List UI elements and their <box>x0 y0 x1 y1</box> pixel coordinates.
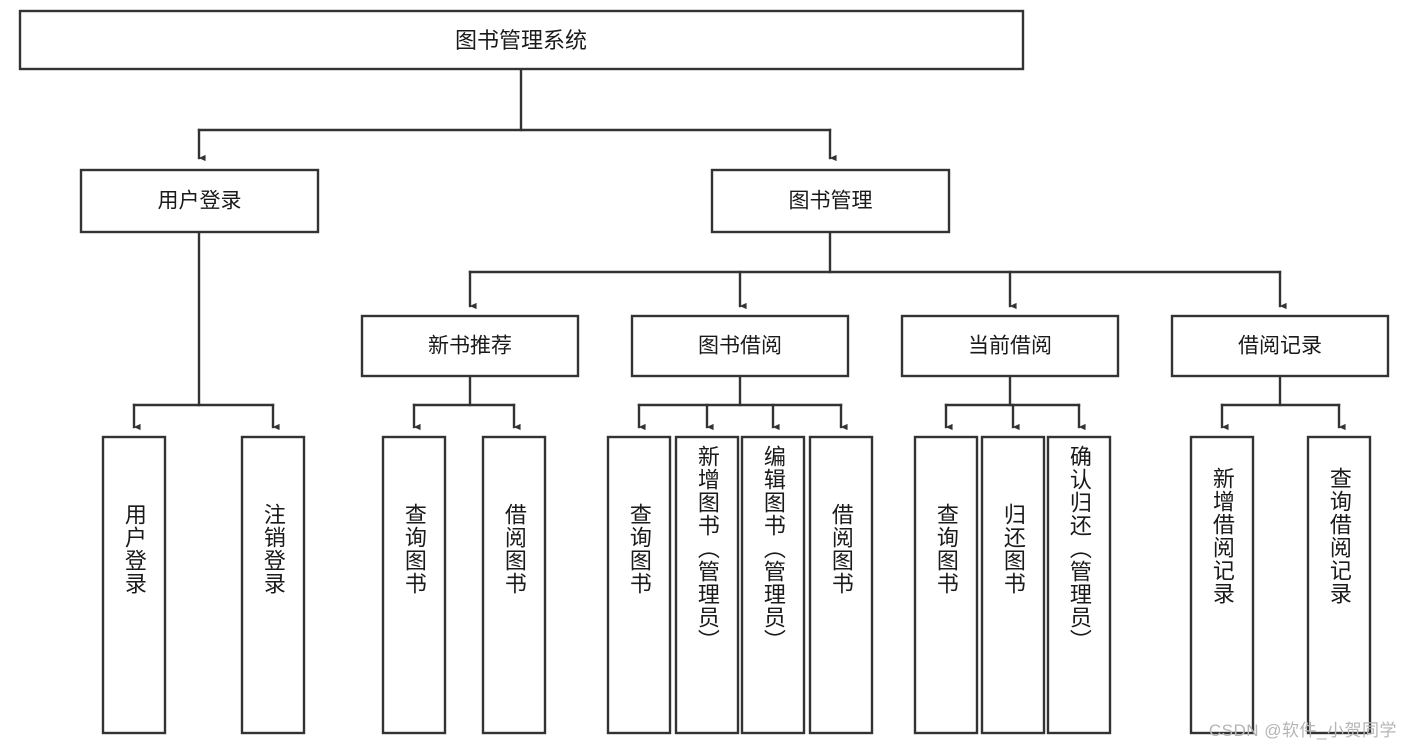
connector-bookmgmt-to-level2 <box>468 230 1287 310</box>
csdn-watermark: CSDN @软件_小贺同学 <box>1208 721 1397 740</box>
node-book-management-label: 图书管理 <box>789 190 873 213</box>
node-borrow-record[interactable]: 借阅记录 <box>1170 314 1390 378</box>
connector-newbook-to-leaves <box>412 374 521 431</box>
node-current-borrow-label: 当前借阅 <box>968 335 1052 358</box>
node-current-borrow[interactable]: 当前借阅 <box>900 314 1120 378</box>
leaf-node-user-login-2[interactable] <box>240 435 306 735</box>
connector-userlogin-to-leaves <box>132 230 280 431</box>
node-root-label: 图书管理系统 <box>455 28 587 53</box>
node-book-management[interactable]: 图书管理 <box>710 168 951 234</box>
node-user-login[interactable]: 用户登录 <box>79 168 320 234</box>
leaf-node-new-book-2[interactable] <box>481 435 547 735</box>
leaf-node-book-borrow-4[interactable] <box>808 435 874 735</box>
leaf-node-book-borrow-3[interactable] <box>740 435 806 735</box>
leaf-node-current-borrow-1[interactable] <box>913 435 979 735</box>
node-new-book-recommend-label: 新书推荐 <box>428 335 512 358</box>
node-book-borrow[interactable]: 图书借阅 <box>630 314 850 378</box>
leaf-node-new-book-1[interactable] <box>381 435 447 735</box>
leaf-node-book-borrow-2[interactable] <box>674 435 740 735</box>
connector-borrowrecord-to-leaves <box>1220 374 1346 431</box>
leaf-node-book-borrow-1[interactable] <box>606 435 672 735</box>
connector-currentborrow-to-leaves <box>944 374 1086 431</box>
node-root[interactable]: 图书管理系统 <box>18 9 1025 71</box>
node-user-login-label: 用户登录 <box>158 190 242 213</box>
leaf-node-current-borrow-2[interactable] <box>980 435 1046 735</box>
node-new-book-recommend[interactable]: 新书推荐 <box>360 314 580 378</box>
leaf-node-borrow-record-1[interactable] <box>1189 435 1255 735</box>
leaf-node-user-login-1[interactable] <box>101 435 167 735</box>
node-borrow-record-label: 借阅记录 <box>1238 335 1322 358</box>
leaf-node-current-borrow-3[interactable] <box>1046 435 1112 735</box>
connector-bookborrow-to-leaves <box>637 374 848 431</box>
leaf-node-borrow-record-2[interactable] <box>1306 435 1372 735</box>
connector-root-to-level1 <box>197 67 837 162</box>
node-book-borrow-label: 图书借阅 <box>698 335 782 358</box>
